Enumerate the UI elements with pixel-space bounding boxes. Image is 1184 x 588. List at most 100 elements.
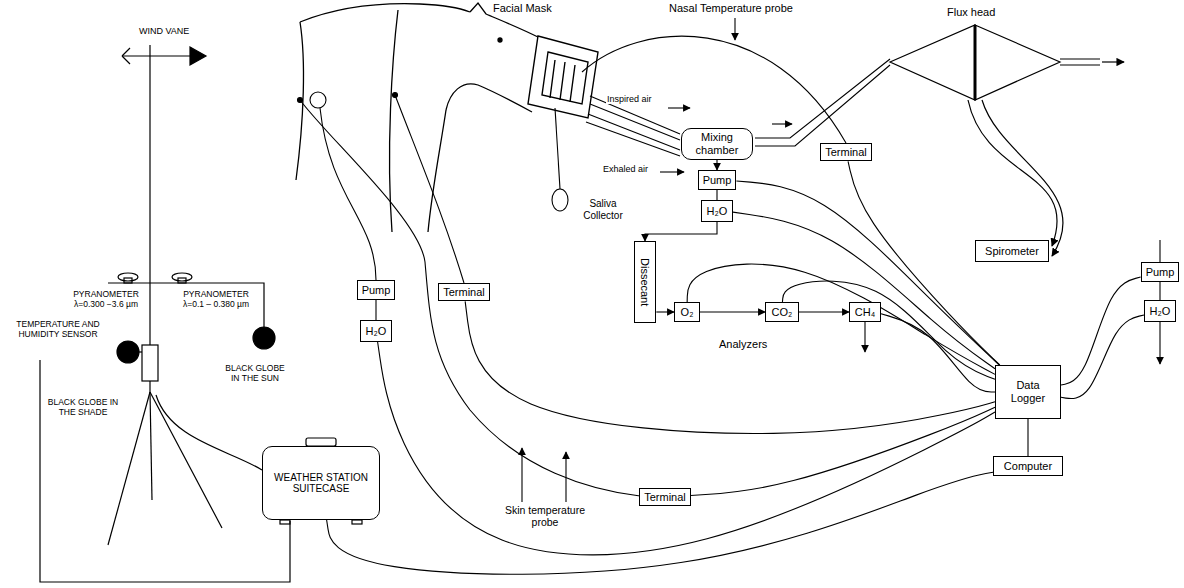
weather-station: [142, 345, 158, 381]
weather-station: [150, 392, 222, 528]
probe-wires: [298, 18, 847, 502]
connector: [691, 407, 995, 495]
probe-wires: [734, 18, 735, 40]
water-trap-box: H₂O: [360, 320, 392, 342]
facial-mask: [542, 52, 588, 104]
water-trap-box: H₂O: [701, 200, 733, 222]
weather-station: [190, 47, 206, 65]
connector: [1061, 277, 1141, 385]
flux-head: [1060, 59, 1100, 65]
weather-station: [117, 341, 139, 363]
connector: [378, 342, 995, 555]
air-tubes: [590, 104, 680, 140]
node-text: Terminal: [644, 491, 686, 504]
cow-outline: [296, 3, 540, 232]
node-text: CH₄: [855, 306, 875, 319]
probe-wires: [582, 36, 846, 143]
water-pipes: [310, 92, 326, 108]
flux-head: [1102, 61, 1124, 62]
node-text: Pump: [1146, 266, 1175, 279]
connector: [716, 160, 717, 170]
saliva-collector: [555, 108, 560, 189]
node-text: Spirometer: [985, 245, 1039, 258]
weather-station: [253, 327, 275, 349]
pump-box: Pump: [357, 280, 396, 300]
water-pipes: [1159, 240, 1160, 262]
connector: [799, 311, 849, 312]
flow-label: Exhaled air: [602, 164, 649, 174]
cow-outline: [296, 22, 303, 180]
flux-head: [974, 25, 977, 100]
connector: [1159, 282, 1160, 300]
chamber-box: Mixing chamber: [681, 128, 753, 160]
node-text: H₂O: [1150, 305, 1171, 318]
air-tubes: [772, 123, 792, 124]
node-text: H₂O: [707, 205, 728, 218]
node-text: Terminal: [825, 146, 867, 159]
air-tubes: [755, 65, 890, 146]
node-text: Computer: [1004, 460, 1052, 473]
pump-box: Pump: [1141, 262, 1180, 282]
water-pipes: [310, 92, 1160, 364]
saliva-collector: [552, 189, 568, 211]
air-tubes: [668, 107, 690, 108]
air-tubes: [755, 59, 890, 138]
connector: [881, 314, 995, 392]
analyzer-box: CO₂: [765, 302, 799, 322]
weather-station: [150, 392, 152, 500]
weather-station: [122, 48, 130, 64]
facial-mask: [528, 36, 598, 118]
air-tubes: [586, 59, 890, 172]
analyzer-box: O₂: [674, 302, 700, 322]
connector: [848, 161, 1000, 365]
data-logger-box: Data Logger: [995, 365, 1061, 419]
cow-outline: [300, 4, 470, 22]
node-text: Mixing chamber: [686, 131, 748, 156]
sensor-label: BLACK GLOBE IN THE SUN: [222, 364, 288, 384]
connector: [782, 281, 995, 379]
facial-mask: [550, 60, 575, 102]
cow-outline: [390, 10, 398, 232]
weather-station-case: WEATHER STATION SUITECASE: [262, 446, 380, 520]
part-label: WIND VANE: [138, 26, 190, 36]
weather-station: [306, 438, 336, 446]
sensor-label: PYRANOMETER λ=0.1 – 0.380 µm: [176, 290, 256, 310]
water-pipes: [320, 108, 376, 280]
weather-station: [178, 278, 186, 283]
desiccant-box: Dissecant: [634, 241, 657, 323]
connector: [656, 311, 674, 312]
sensor-label: TEMPERATURE AND HUMIDITY SENSOR: [2, 320, 114, 340]
node-text: Terminal: [443, 286, 485, 299]
connector: [733, 212, 995, 369]
flux-head: [968, 100, 1057, 246]
part-label: Facial Mask: [492, 2, 553, 15]
probe-wires: [521, 448, 522, 502]
air-tubes: [586, 122, 680, 156]
connector: [327, 472, 993, 574]
weather-station: [352, 520, 362, 524]
flux-head: [975, 25, 1060, 100]
connector: [716, 190, 717, 200]
flow-label: Inspired air: [606, 94, 653, 104]
water-trap-box: H₂O: [1144, 300, 1176, 322]
weather-station: [122, 55, 198, 56]
probe-wires: [565, 452, 566, 502]
weather-station: [118, 273, 138, 281]
computer-box: Computer: [993, 456, 1063, 476]
part-label: Skin temperature probe: [500, 504, 590, 528]
facial-mask: [528, 36, 598, 118]
node-text: WEATHER STATION SUITECASE: [267, 472, 375, 495]
connector: [375, 300, 376, 320]
part-label: Flux head: [946, 6, 996, 19]
node-text: Data Logger: [1000, 379, 1056, 404]
connector: [465, 301, 995, 433]
terminal-box: Terminal: [438, 283, 490, 302]
weather-station: [172, 273, 192, 281]
cow-outline: [446, 84, 532, 112]
connector: [736, 181, 999, 365]
part-label: Saliva Collector: [574, 198, 632, 221]
water-pipes: [864, 322, 865, 352]
cow-outline: [428, 110, 446, 232]
node-text: Pump: [703, 174, 732, 187]
